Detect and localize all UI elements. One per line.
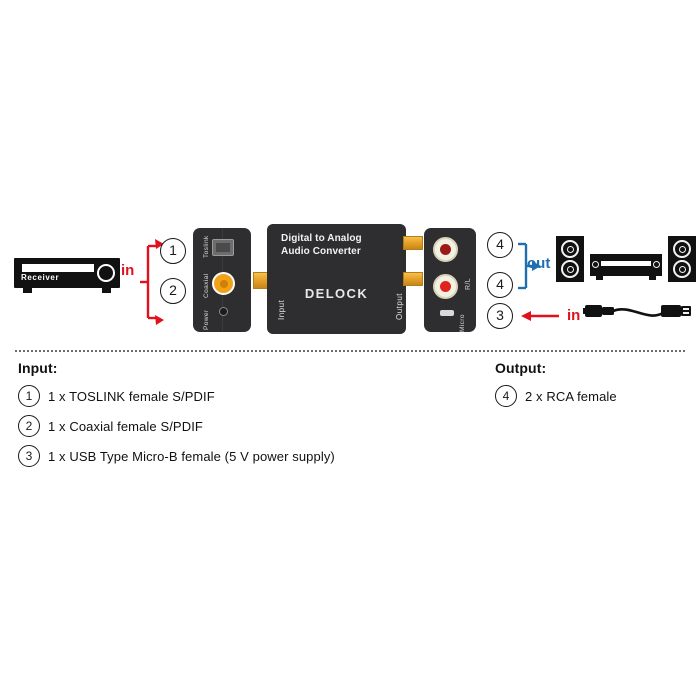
legend-output-column: Output: 4 2 x RCA female [495,360,695,415]
rl-label: R/L [465,277,472,290]
in-label-right: in [567,307,581,324]
callout-circle-3: 3 [487,303,513,329]
speaker-cone-top [673,240,691,258]
amplifier-knob-right [653,261,660,268]
legend-number: 4 [495,385,517,407]
speaker-cone-top [561,240,579,258]
converter-input-panel: Toslink Coaxial Power [193,228,251,332]
micro-label: Micro [459,314,466,332]
legend-input-heading: Input: [18,360,58,376]
legend-text: 1 x TOSLINK female S/PDIF [48,388,215,404]
amplifier [590,254,662,280]
legend-text: 1 x USB Type Micro-B female (5 V power s… [48,448,335,464]
receiver-foot-right [102,288,111,293]
usb-micro-b-cable [583,305,691,317]
coaxial-label: Coaxial [203,273,210,298]
callout-circle-1: 1 [160,238,186,264]
toslink-label: Toslink [203,235,210,258]
section-divider [14,350,686,352]
audio-converter-body: Digital to Analog Audio Converter DELOCK… [267,224,406,334]
rca-jack-left [433,274,458,299]
legend-number: 1 [18,385,40,407]
receiver-device: Receiver [14,258,120,294]
gold-output-plug-bottom [403,272,423,286]
converter-title-line2: Audio Converter [281,246,361,257]
callout-circle-4-bottom: 4 [487,272,513,298]
receiver-foot-left [23,288,32,293]
converter-title: Digital to Analog Audio Converter [281,232,399,258]
converter-input-label: Input [277,299,286,320]
legend-text: 2 x RCA female [525,388,617,404]
in-label-left: in [121,262,135,279]
legend-item: 4 2 x RCA female [495,385,695,407]
legend-number: 2 [18,415,40,437]
power-in-arrow [521,311,559,321]
gold-output-plug-top [403,236,423,250]
amplifier-knob-left [592,261,599,268]
legend-input-column: Input: 1 1 x TOSLINK female S/PDIF 2 1 x… [18,360,458,475]
legend-number: 3 [18,445,40,467]
speaker-system [556,236,696,284]
legend-item: 2 1 x Coaxial female S/PDIF [18,415,458,437]
legend-item: 3 1 x USB Type Micro-B female (5 V power… [18,445,458,467]
amplifier-slot [600,260,652,267]
converter-title-line1: Digital to Analog [281,233,362,244]
delock-brand-logo: DELOCK [304,286,369,301]
receiver-knob [97,264,115,282]
legend-item: 1 1 x TOSLINK female S/PDIF [18,385,458,407]
converter-output-panel: R/L Micro [424,228,476,332]
converter-output-label: Output [395,292,404,320]
rca-jack-right [433,237,458,262]
speaker-left [556,236,584,282]
out-label-right: out [527,255,551,272]
output-merge-bracket [518,242,541,290]
micro-usb-port [440,310,454,316]
coaxial-jack [212,272,235,295]
receiver-disc-slot [21,263,95,273]
speaker-right [668,236,696,282]
amplifier-foot-right [649,276,656,280]
input-split-bracket [140,239,164,325]
speaker-cone-bottom [673,260,691,278]
toslink-port [212,239,234,256]
legend-text: 1 x Coaxial female S/PDIF [48,418,203,434]
receiver-body: Receiver [14,258,120,288]
legend-output-heading: Output: [495,360,547,376]
speaker-cone-bottom [561,260,579,278]
power-jack [219,307,228,316]
callout-circle-2: 2 [160,278,186,304]
callout-circle-4-top: 4 [487,232,513,258]
power-label: Power [203,309,210,330]
receiver-label: Receiver [21,273,60,282]
amplifier-foot-left [596,276,603,280]
